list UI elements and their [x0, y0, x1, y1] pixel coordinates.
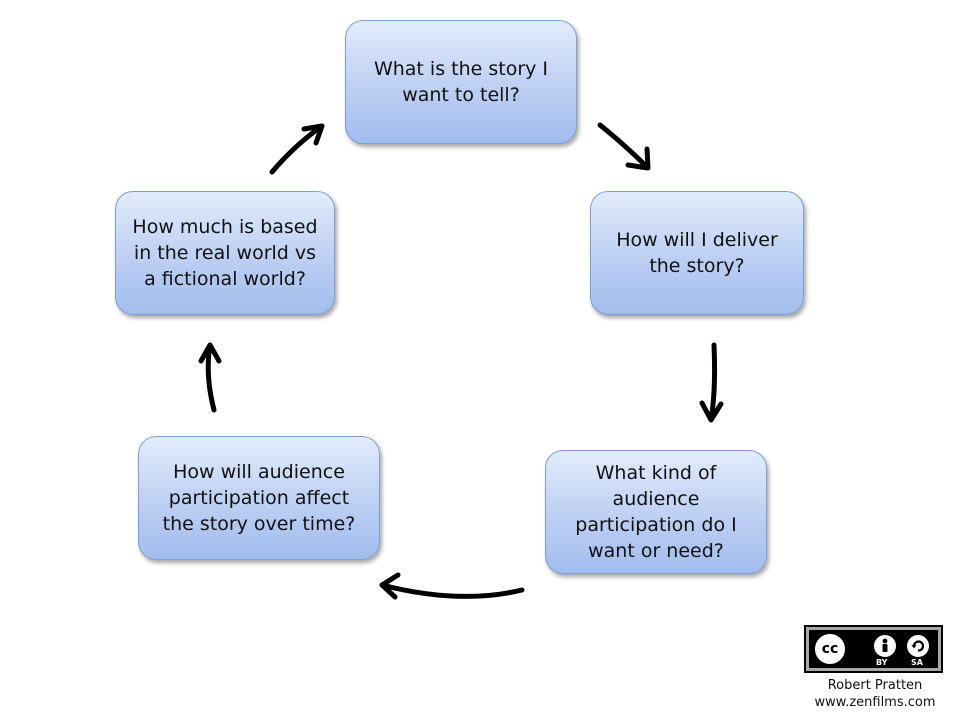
sa-label: SA — [911, 658, 923, 667]
website-credit: www.zenfilms.com — [814, 695, 936, 710]
node-line: What is the story I — [373, 58, 549, 80]
arrow-n1-to-n2 — [597, 122, 651, 171]
creative-commons-icon: cc — [813, 632, 847, 666]
node-participation-over-time: How will audience participation affect t… — [138, 436, 380, 560]
node-line: participation do I — [575, 514, 737, 536]
node-line: a fictional world? — [144, 268, 306, 290]
arrow-n5-to-n1 — [269, 123, 325, 175]
node-line: participation affect — [168, 487, 350, 509]
node-line: How will I deliver — [616, 229, 778, 251]
arrow-n3-to-n4 — [379, 572, 525, 600]
node-story-to-tell: What is the story I want to tell? — [345, 20, 577, 144]
attribution-icon — [872, 633, 898, 659]
node-line: What kind of — [595, 462, 717, 484]
node-line: How much is based — [132, 216, 318, 238]
node-line: want to tell? — [402, 84, 520, 106]
arrow-n2-to-n3 — [699, 342, 724, 423]
node-deliver-story: How will I deliver the story? — [590, 191, 804, 315]
node-line: audience — [612, 488, 700, 510]
share-alike-icon — [905, 633, 931, 659]
node-audience-participation: What kind of audience participation do I… — [545, 450, 767, 574]
node-line: the story over time? — [162, 513, 356, 535]
node-line: the story? — [649, 255, 745, 277]
by-label: BY — [876, 658, 888, 667]
cc-badge-inner: cc BY SA — [809, 630, 938, 668]
arrow-n4-to-n5 — [198, 342, 222, 413]
creative-commons-badge: cc BY SA — [804, 625, 943, 673]
node-line: want or need? — [588, 540, 724, 562]
node-line: How will audience — [173, 461, 345, 483]
node-line: in the real world vs — [133, 242, 317, 264]
node-real-vs-fictional: How much is based in the real world vs a… — [115, 191, 335, 315]
author-credit: Robert Pratten — [827, 678, 923, 693]
